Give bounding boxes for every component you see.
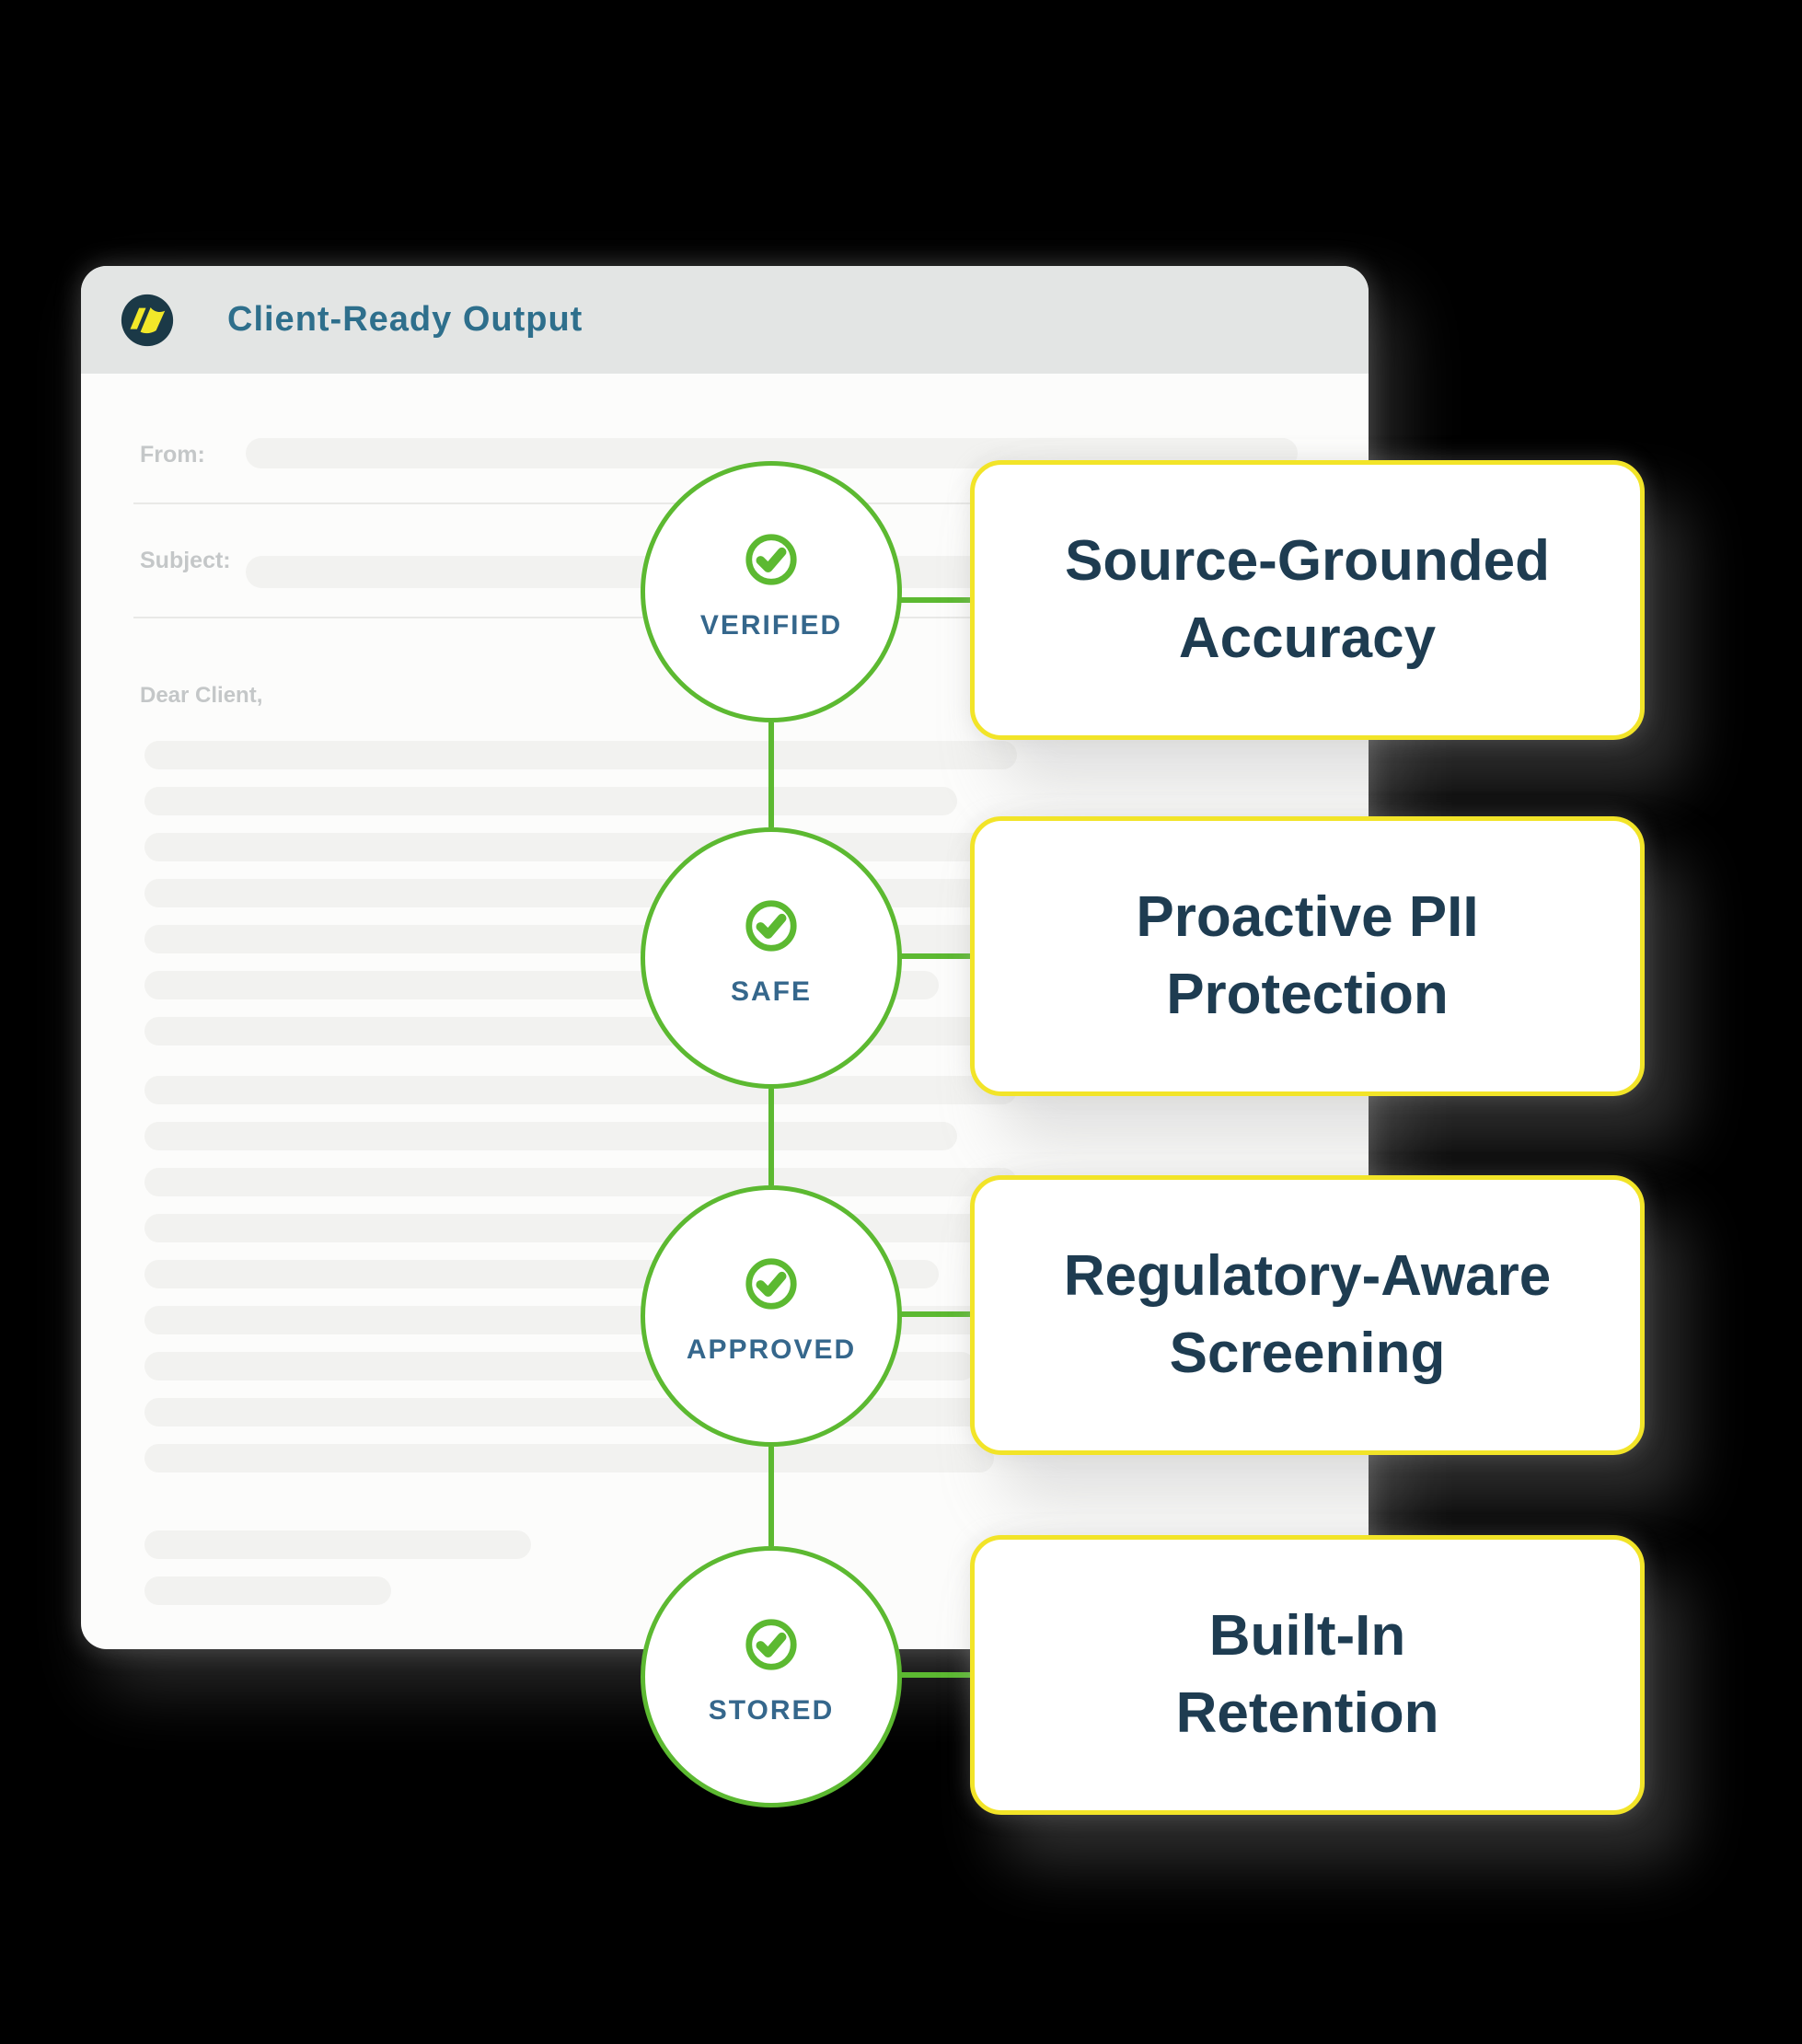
connector-line [897, 1311, 973, 1317]
flow-line-segment [768, 1447, 774, 1546]
connector-line [897, 1672, 973, 1678]
subject-label: Subject: [140, 548, 231, 573]
check-circle-icon [743, 1255, 800, 1312]
placeholder-text-line [144, 1530, 531, 1559]
check-circle-icon [743, 1616, 800, 1673]
placeholder-text-line [144, 1122, 957, 1150]
callout-title-line: Source-Grounded [1064, 529, 1551, 593]
callout-title-line: Proactive PII [1136, 885, 1479, 949]
placeholder-text-line [144, 741, 1017, 769]
callout-title-line: Screening [1169, 1322, 1446, 1385]
step-circle-verified: VERIFIED [641, 461, 902, 722]
callout-card-built-in-retention: Built-In Retention [970, 1535, 1645, 1815]
flow-line-segment [768, 1089, 774, 1185]
callout-title-line: Retention [1175, 1681, 1439, 1745]
email-window-header: Client-Ready Output [81, 266, 1369, 374]
placeholder-text-line [144, 833, 1017, 861]
step-circle-approved: APPROVED [641, 1185, 902, 1447]
check-circle-icon [743, 897, 800, 954]
callout-title-line: Protection [1166, 963, 1449, 1026]
callout-card-source-grounded-accuracy: Source-Grounded Accuracy [970, 460, 1645, 740]
placeholder-text-line [144, 1398, 1017, 1426]
step-label: VERIFIED [699, 610, 843, 641]
placeholder-text-line [144, 1076, 1017, 1104]
placeholder-text-line [144, 1444, 994, 1472]
brand-logo-icon [113, 286, 181, 354]
connector-line [897, 597, 973, 603]
step-label: STORED [708, 1695, 835, 1726]
callout-card-regulatory-aware-screening: Regulatory-Aware Screening [970, 1175, 1645, 1455]
connector-line [897, 953, 973, 959]
step-label: SAFE [730, 976, 812, 1007]
placeholder-text-line [144, 1168, 1017, 1196]
step-circle-safe: SAFE [641, 827, 902, 1089]
callout-title-line: Built-In [1208, 1604, 1406, 1668]
callout-title-line: Accuracy [1178, 606, 1437, 670]
check-circle-icon [743, 531, 800, 588]
email-greeting: Dear Client, [140, 683, 263, 708]
placeholder-text-line [144, 1576, 391, 1605]
step-label: APPROVED [686, 1334, 857, 1365]
callout-card-proactive-pii-protection: Proactive PII Protection [970, 816, 1645, 1096]
step-circle-stored: STORED [641, 1546, 902, 1807]
placeholder-text-line [144, 787, 957, 815]
flow-line-segment [768, 722, 774, 827]
window-title: Client-Ready Output [227, 300, 583, 339]
from-label: From: [140, 442, 205, 468]
callout-title-line: Regulatory-Aware [1063, 1244, 1552, 1308]
